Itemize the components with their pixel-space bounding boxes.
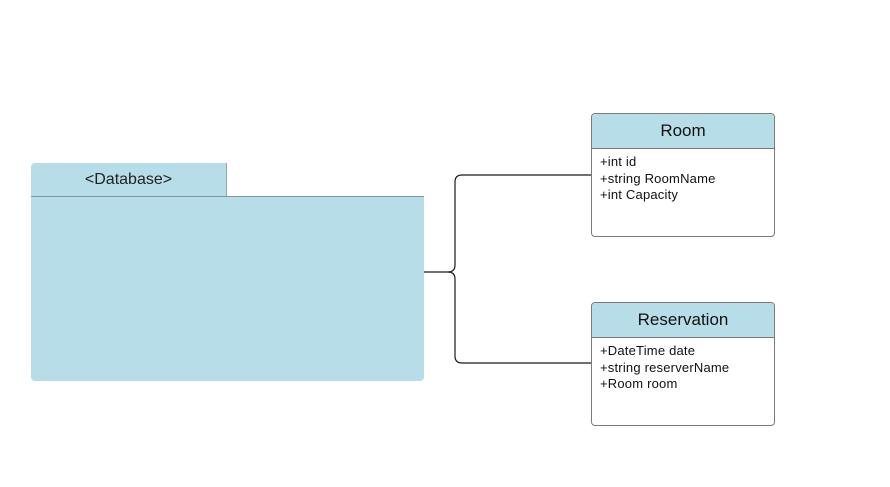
- database-package-tab[interactable]: <Database>: [31, 163, 227, 196]
- attribute-row: +DateTime date: [600, 343, 696, 358]
- connector-database-reservation: [447, 271, 591, 364]
- class-reservation-header: Reservation: [592, 303, 774, 338]
- attribute-row: +string RoomName: [600, 170, 716, 186]
- attribute-row: +string reserverName: [600, 359, 730, 375]
- attribute-row: +Room room: [600, 376, 678, 391]
- class-reservation-attributes: +DateTime date +string reserverName +Roo…: [592, 338, 774, 393]
- class-reservation-name: Reservation: [637, 310, 729, 329]
- attribute-row: +int Capacity: [600, 187, 679, 202]
- connector-database-room: [424, 174, 591, 273]
- class-room-attributes: +int id +string RoomName +int Capacity: [592, 149, 774, 204]
- class-room-header: Room: [592, 114, 774, 149]
- class-room-name: Room: [660, 121, 706, 140]
- attribute-row: +int id: [600, 154, 637, 169]
- database-package-body[interactable]: [31, 196, 424, 381]
- class-reservation[interactable]: Reservation +DateTime date +string reser…: [591, 302, 775, 426]
- class-room[interactable]: Room +int id +string RoomName +int Capac…: [591, 113, 775, 237]
- database-package-label: <Database>: [84, 170, 173, 188]
